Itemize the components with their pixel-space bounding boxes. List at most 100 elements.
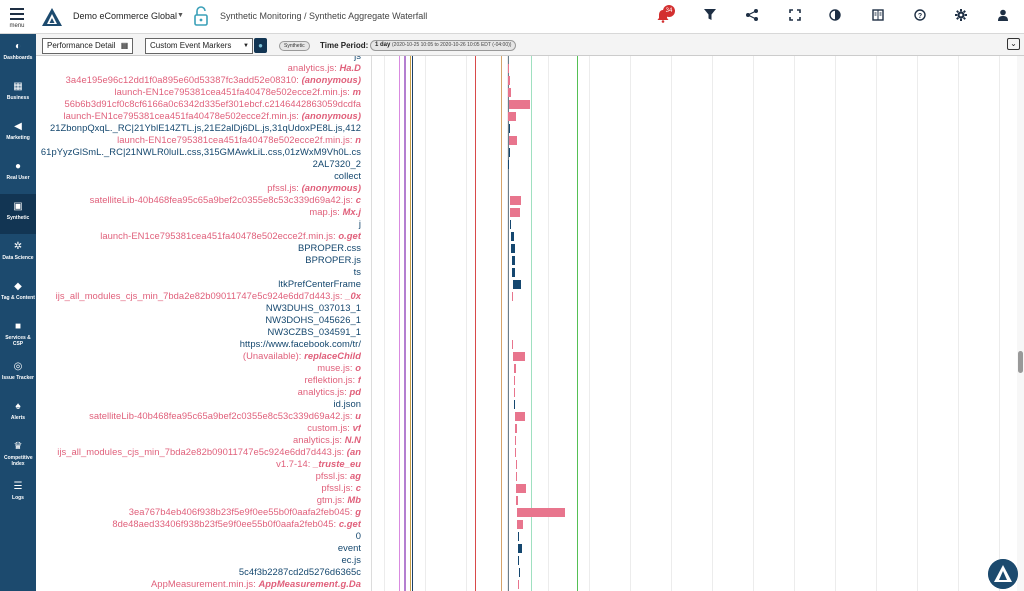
waterfall-row-label[interactable]: 8de48aed33406f938b23f5e9f0ee55b0f0aafa2f… bbox=[112, 518, 361, 530]
account-selector[interactable]: Demo eCommerce Global bbox=[73, 11, 178, 21]
waterfall-bar[interactable] bbox=[514, 400, 515, 409]
waterfall-row-label[interactable]: satelliteLib-40b468fea95c65a9bef2c0355e8… bbox=[89, 410, 361, 422]
waterfall-row-label[interactable]: map.js: Mx.j bbox=[309, 206, 361, 218]
waterfall-row-label[interactable]: js bbox=[354, 56, 361, 62]
waterfall-row-label[interactable]: 0 bbox=[356, 530, 361, 542]
waterfall-bar[interactable] bbox=[508, 160, 509, 169]
sidebar-item-dashboards[interactable]: ◐ Dashboards bbox=[0, 34, 36, 74]
waterfall-bar[interactable] bbox=[515, 424, 517, 433]
waterfall-bar[interactable] bbox=[518, 532, 519, 541]
waterfall-row-label[interactable]: j bbox=[359, 218, 361, 230]
waterfall-row-label[interactable]: ec.js bbox=[341, 554, 361, 566]
vertical-scrollbar[interactable] bbox=[1017, 56, 1024, 591]
waterfall-bar[interactable] bbox=[518, 544, 522, 553]
filter-icon[interactable] bbox=[702, 9, 718, 25]
waterfall-bar[interactable] bbox=[512, 268, 515, 277]
gear-icon[interactable] bbox=[953, 9, 969, 25]
waterfall-row-label[interactable]: ts bbox=[354, 266, 361, 278]
waterfall-bar[interactable] bbox=[514, 388, 515, 397]
collapse-chevron-icon[interactable]: ⌄ bbox=[1007, 38, 1020, 50]
brand-logo-icon[interactable] bbox=[41, 7, 63, 27]
waterfall-bar[interactable] bbox=[518, 556, 519, 565]
waterfall-bar[interactable] bbox=[513, 352, 525, 361]
help-icon[interactable]: ? bbox=[912, 9, 928, 25]
waterfall-bar[interactable] bbox=[510, 220, 511, 229]
waterfall-bar[interactable] bbox=[515, 412, 525, 421]
sidebar-item-real-user[interactable]: ● Real User bbox=[0, 154, 36, 194]
waterfall-bar[interactable] bbox=[519, 568, 520, 577]
waterfall-row-label[interactable]: 21ZbonpQxqL._RC|21YblE14ZTL.js,21E2alDj6… bbox=[50, 122, 361, 134]
waterfall-row-label[interactable]: ijs_all_modules_cjs_min_7bda2e82b0901174… bbox=[57, 446, 361, 458]
waterfall-row-label[interactable]: v1.7-14: _truste_eu bbox=[276, 458, 361, 470]
waterfall-bar[interactable] bbox=[508, 112, 516, 121]
performance-detail-button[interactable]: Performance Detail ▦ bbox=[42, 38, 134, 54]
unlock-icon[interactable] bbox=[194, 6, 208, 26]
waterfall-row-label[interactable]: custom.js: vf bbox=[307, 422, 361, 434]
time-period-range[interactable]: 1 day (2020-10-25 10:05 to 2020-10-26 10… bbox=[370, 40, 517, 51]
waterfall-row-label[interactable]: pfssl.js: (anonymous) bbox=[267, 182, 361, 194]
waterfall-bar[interactable] bbox=[516, 472, 517, 481]
waterfall-bar[interactable] bbox=[508, 64, 509, 73]
waterfall-bar[interactable] bbox=[509, 124, 510, 133]
waterfall-bar[interactable] bbox=[511, 232, 514, 241]
waterfall-row-label[interactable]: collect bbox=[334, 170, 361, 182]
custom-event-markers-select[interactable]: Custom Event Markers ▼ bbox=[145, 38, 253, 54]
waterfall-bar[interactable] bbox=[512, 292, 513, 301]
waterfall-bar[interactable] bbox=[511, 244, 515, 253]
waterfall-bar[interactable] bbox=[510, 208, 520, 217]
waterfall-row-label[interactable]: 61pYyzGlSmL._RC|21NWLR0luIL.css,315GMAwk… bbox=[41, 146, 361, 158]
sidebar-item-services-csp[interactable]: ■ Services & CSP bbox=[0, 314, 36, 354]
waterfall-row-label[interactable]: ltkPrefCenterFrame bbox=[278, 278, 361, 290]
waterfall-bar[interactable] bbox=[508, 76, 510, 85]
waterfall-bar[interactable] bbox=[515, 436, 516, 445]
waterfall-bar[interactable] bbox=[508, 88, 511, 97]
waterfall-bar[interactable] bbox=[509, 148, 510, 157]
waterfall-bar[interactable] bbox=[517, 520, 523, 529]
waterfall-row-label[interactable]: gtm.js: Mb bbox=[317, 494, 361, 506]
waterfall-row-label[interactable]: launch-EN1ce795381cea451fa40478e502ecce2… bbox=[64, 110, 362, 122]
user-icon[interactable] bbox=[995, 9, 1011, 25]
waterfall-row-label[interactable]: BPROPER.css bbox=[298, 242, 361, 254]
waterfall-bar[interactable] bbox=[509, 136, 517, 145]
waterfall-row-label[interactable]: AppMeasurement.min.js: AppMeasurement.g.… bbox=[151, 578, 361, 590]
waterfall-bar[interactable] bbox=[516, 496, 518, 505]
scrollbar-thumb[interactable] bbox=[1018, 351, 1023, 373]
waterfall-row-label[interactable]: 3ea767b4eb406f938b23f5e9f0ee55b0f0aafa2f… bbox=[129, 506, 361, 518]
waterfall-row-label[interactable]: reflektion.js: f bbox=[304, 374, 361, 386]
waterfall-bar[interactable] bbox=[514, 364, 516, 373]
share-icon[interactable] bbox=[744, 9, 760, 25]
waterfall-bar[interactable] bbox=[512, 340, 513, 349]
waterfall-row-label[interactable]: BPROPER.js bbox=[305, 254, 361, 266]
waterfall-bar[interactable] bbox=[515, 448, 516, 457]
waterfall-row-label[interactable]: NW3DOHS_045626_1 bbox=[265, 314, 361, 326]
waterfall-row-label[interactable]: analytics.js: Ha.D bbox=[288, 62, 361, 74]
menu-button[interactable]: menu bbox=[0, 0, 34, 34]
sidebar-item-synthetic[interactable]: ▣ Synthetic bbox=[0, 194, 36, 234]
waterfall-row-label[interactable]: launch-EN1ce795381cea451fa40478e502ecce2… bbox=[100, 230, 361, 242]
waterfall-row-label[interactable]: analytics.js: pd bbox=[298, 386, 361, 398]
waterfall-row-label[interactable]: pfssl.js: c bbox=[321, 482, 361, 494]
waterfall-row-label[interactable]: 5c4f3b2287cd2d5276d6365c bbox=[239, 566, 361, 578]
sidebar-item-logs[interactable]: ☰ Logs bbox=[0, 474, 36, 514]
sidebar-item-data-science[interactable]: ✲ Data Science bbox=[0, 234, 36, 274]
book-icon[interactable] bbox=[870, 9, 886, 25]
sidebar-item-issue-tracker[interactable]: ◎ Issue Tracker bbox=[0, 354, 36, 394]
waterfall-row-label[interactable]: 3a4e195e96c12dd1f0a895e60d53387fc3add52e… bbox=[66, 74, 361, 86]
waterfall-row-label[interactable]: 56b6b3d91cf0c8cf6166a0c6342d335ef301ebcf… bbox=[65, 98, 362, 110]
waterfall-row-label[interactable]: launch-EN1ce795381cea451fa40478e502ecce2… bbox=[117, 134, 361, 146]
sidebar-item-business[interactable]: ▦ Business bbox=[0, 74, 36, 114]
waterfall-bar[interactable] bbox=[517, 508, 565, 517]
waterfall-row-label[interactable]: id.json bbox=[334, 398, 361, 410]
sidebar-item-alerts[interactable]: ♠ Alerts bbox=[0, 394, 36, 434]
waterfall-bar[interactable] bbox=[514, 376, 515, 385]
contrast-icon[interactable] bbox=[827, 9, 843, 25]
brand-assistant-icon[interactable] bbox=[988, 559, 1018, 589]
map-pin-icon[interactable]: ● bbox=[254, 38, 267, 53]
waterfall-bar[interactable] bbox=[510, 196, 521, 205]
waterfall-row-label[interactable]: NW3CZBS_034591_1 bbox=[267, 326, 361, 338]
chevron-down-icon[interactable]: ▼ bbox=[177, 12, 184, 19]
sidebar-item-tag-content[interactable]: ◆ Tag & Content bbox=[0, 274, 36, 314]
fullscreen-icon[interactable] bbox=[787, 9, 803, 25]
waterfall-bar[interactable] bbox=[518, 580, 519, 589]
waterfall-row-label[interactable]: pfssl.js: ag bbox=[316, 470, 361, 482]
